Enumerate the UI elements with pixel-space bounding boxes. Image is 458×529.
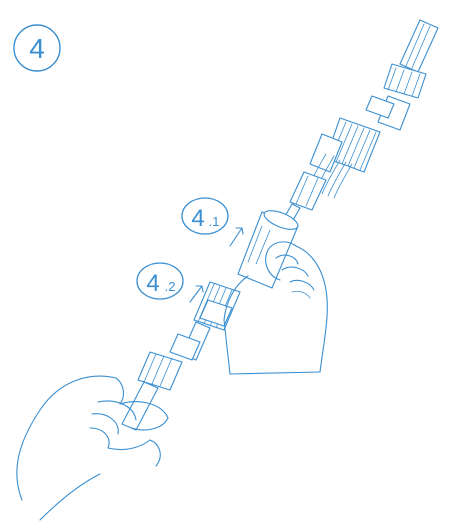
callout-4-2-main: 4: [146, 270, 159, 297]
left-hand: [17, 376, 168, 520]
step-number: 4: [29, 33, 45, 64]
callout-4-1-sub: .1: [209, 214, 220, 229]
bottom-sealing-nut: [138, 352, 182, 390]
callout-4-2: 4 .2: [137, 263, 183, 299]
threaded-coupling: [194, 282, 240, 330]
connector-body: [290, 172, 326, 210]
callout-4-2-sub: .2: [165, 279, 176, 294]
callout-4-1-main: 4: [191, 205, 204, 232]
step-badge: 4: [14, 25, 60, 71]
arrow-up-right-icon: [190, 286, 203, 302]
cable-assembly: [122, 20, 438, 430]
cable-top: [400, 20, 438, 72]
arrow-up-right-icon: [230, 228, 243, 246]
callout-4-1: 4 .1: [182, 198, 228, 234]
